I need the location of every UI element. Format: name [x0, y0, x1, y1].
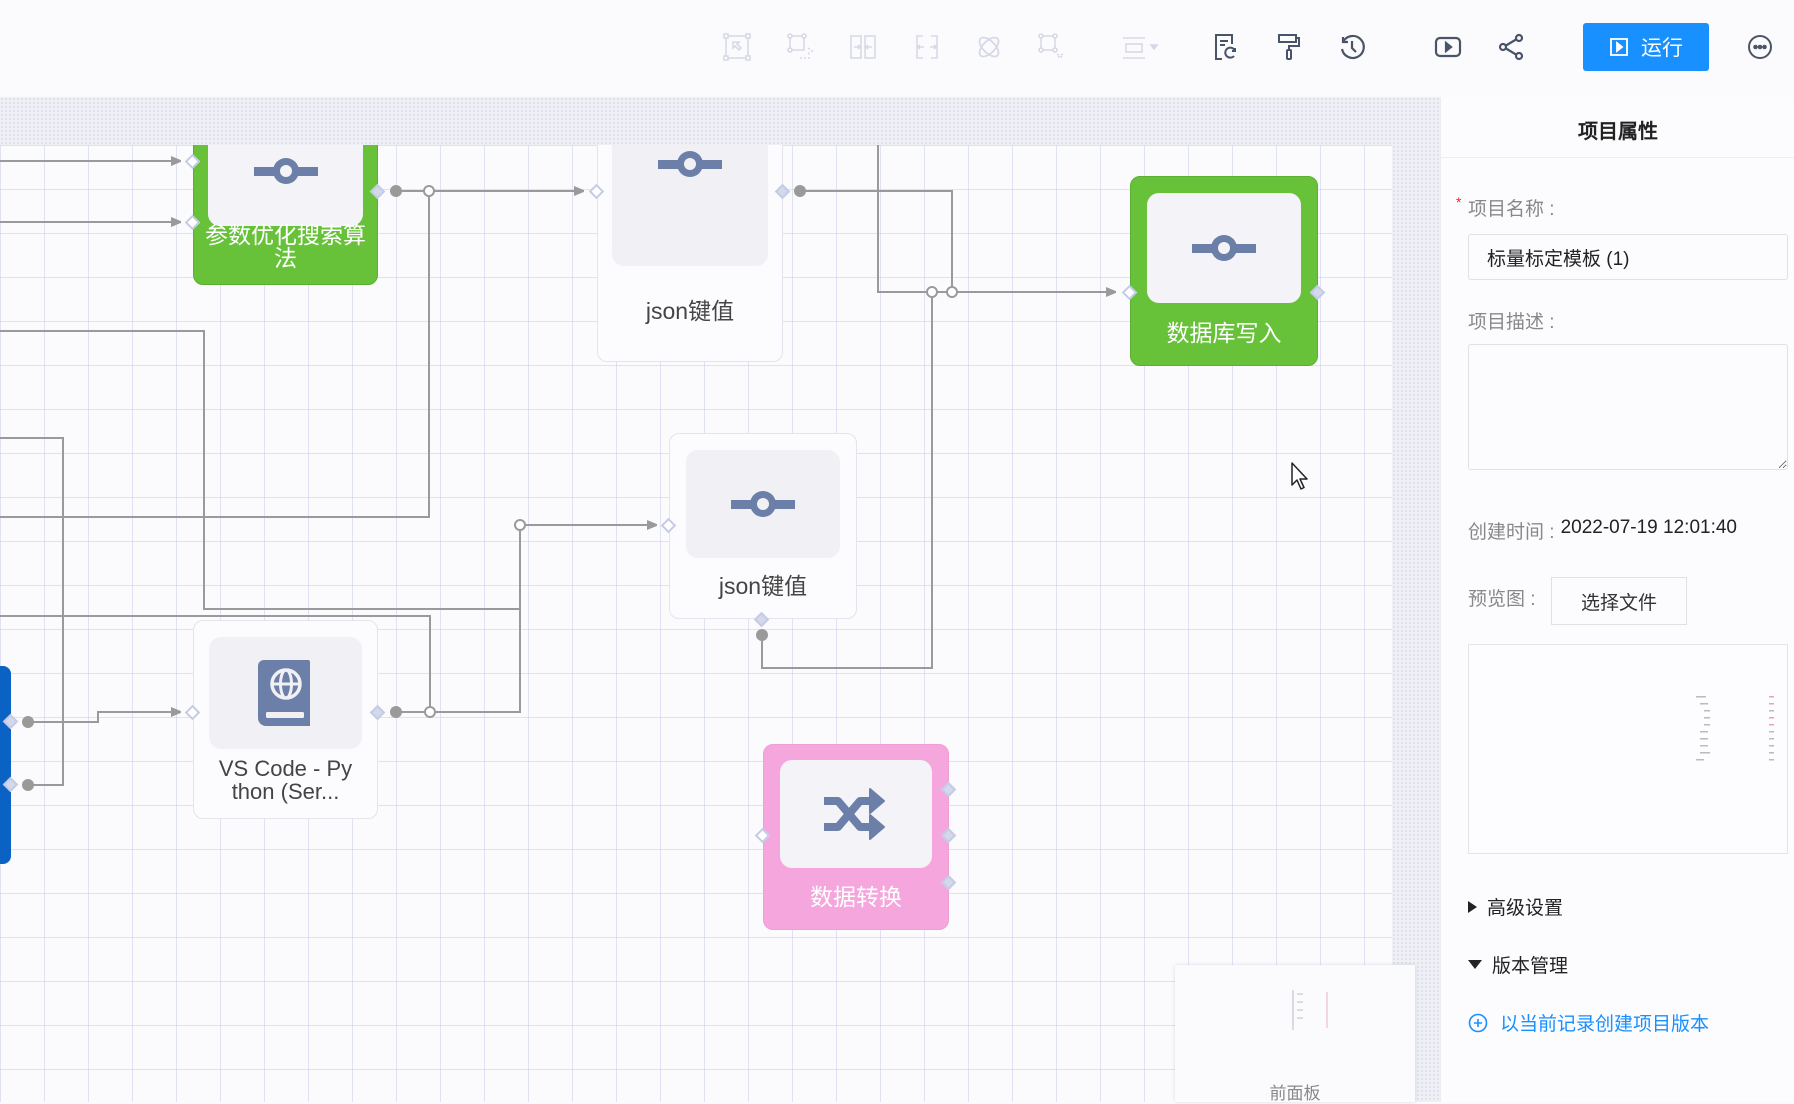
wire: [761, 292, 933, 669]
node-db-write[interactable]: 数据库写入: [1130, 176, 1318, 366]
wire: [0, 330, 520, 610]
plus-circle-icon: [1468, 1013, 1488, 1032]
advanced-settings-toggle[interactable]: 高级设置: [1468, 893, 1563, 920]
preview-thumbnail: [1696, 696, 1774, 761]
partial-node[interactable]: [0, 666, 11, 864]
align-center-icon[interactable]: [845, 29, 881, 65]
created-time-row: 创建时间 : 2022-07-19 12:01:40: [1468, 517, 1737, 544]
connector-icon: [658, 150, 722, 177]
wire-joint: [390, 185, 402, 197]
wire-branch: [946, 286, 958, 298]
created-time-label: 创建时间 :: [1468, 522, 1555, 543]
panel-title: 项目属性: [1441, 97, 1794, 158]
node-icon-area: [780, 760, 932, 868]
preview-label: 预览图 :: [1468, 589, 1536, 610]
wire-branch: [926, 286, 938, 298]
node-label: 数据库写入: [1166, 320, 1282, 346]
node-icon-area: [209, 637, 362, 749]
minimap[interactable]: 前面板: [1175, 965, 1415, 1103]
group-icon[interactable]: [1034, 29, 1070, 65]
wire: [0, 437, 64, 786]
share-icon[interactable]: [1493, 29, 1529, 65]
caret-right-icon: [1468, 900, 1477, 913]
node-param-search[interactable]: 参数优化搜索算法: [193, 145, 378, 285]
node-label: 数据转换: [810, 884, 902, 910]
project-desc-textarea[interactable]: [1468, 344, 1788, 470]
run-label: 运行: [1641, 37, 1683, 60]
fit-selection-icon[interactable]: [783, 29, 819, 65]
version-management-label: 版本管理: [1492, 956, 1569, 977]
node-label: json键值: [718, 573, 808, 599]
mouse-cursor-icon: [1291, 462, 1308, 490]
caret-down-icon: [1468, 960, 1482, 969]
wire-joint: [22, 716, 34, 728]
advanced-settings-label: 高级设置: [1487, 898, 1564, 919]
node-label: json键值: [645, 298, 735, 324]
wire: [396, 525, 521, 713]
minimap-label: 前面板: [1269, 1084, 1321, 1103]
connector-icon: [253, 158, 318, 184]
project-name-input[interactable]: [1468, 234, 1788, 280]
globe-book-icon: [257, 660, 310, 726]
node-icon-area: [208, 145, 363, 226]
document-refresh-icon[interactable]: [1208, 29, 1244, 65]
project-name-label: * 项目名称 :: [1456, 194, 1555, 221]
run-icon: [1610, 38, 1628, 56]
node-vscode-python[interactable]: VS Code - Py thon (Ser...: [193, 620, 378, 819]
history-icon[interactable]: [1334, 29, 1370, 65]
node-json-1[interactable]: json键值: [597, 145, 783, 362]
choose-file-button[interactable]: 选择文件: [1551, 577, 1687, 625]
project-name-label-text: 项目名称 :: [1468, 199, 1555, 220]
wire-branch: [424, 706, 436, 718]
wire-joint: [22, 779, 34, 791]
create-version-link[interactable]: 以当前记录创建项目版本: [1468, 1009, 1709, 1036]
node-label-line: thon (Ser...: [231, 779, 340, 804]
toolbar: 运行: [0, 0, 1794, 97]
connector-icon: [1192, 235, 1256, 261]
required-asterisk: *: [1456, 194, 1462, 210]
wire-joint: [794, 185, 806, 197]
create-version-label: 以当前记录创建项目版本: [1500, 1014, 1710, 1035]
distribute-icon[interactable]: [909, 29, 945, 65]
wire: [0, 615, 431, 712]
properties-panel: 项目属性 * 项目名称 : 项目描述 : 创建时间 : 2022-07-19 1…: [1440, 97, 1794, 1102]
wire: [800, 190, 953, 292]
connection-wires: [0, 145, 1392, 791]
wire-joint: [390, 706, 402, 718]
version-management-toggle[interactable]: 版本管理: [1468, 951, 1568, 978]
wire: [28, 712, 180, 723]
format-painter-icon[interactable]: [1271, 29, 1307, 65]
shuffle-icon: [824, 788, 885, 840]
node-icon-area: [1147, 193, 1301, 303]
wire-joint: [756, 629, 768, 641]
project-desc-label: 项目描述 :: [1468, 312, 1555, 333]
wire: [0, 191, 430, 518]
node-label-line: VS Code - Py: [218, 756, 353, 781]
connector-icon: [731, 491, 795, 517]
node-icon-area: [686, 450, 840, 558]
atom-layout-icon[interactable]: [971, 29, 1007, 65]
more-options-icon[interactable]: [1742, 29, 1778, 65]
node-icon-area: [612, 145, 768, 266]
node-json-2[interactable]: json键值: [669, 433, 857, 619]
node-data-transform[interactable]: 数据转换: [763, 744, 949, 930]
select-area-icon[interactable]: [719, 29, 755, 65]
node-label: VS Code - Py thon (Ser...: [198, 757, 373, 803]
align-dropdown-icon[interactable]: [1115, 29, 1165, 65]
created-time-value: 2022-07-19 12:01:40: [1560, 517, 1737, 538]
wire-branch: [423, 185, 435, 197]
wire-branch: [514, 519, 526, 531]
node-label: 参数优化搜索算法: [205, 222, 366, 271]
preview-image: [1468, 644, 1788, 854]
flow-canvas[interactable]: 参数优化搜索算法 json键值 数据库写入 json键值 VS Code - P…: [0, 145, 1392, 1102]
wire: [877, 145, 1115, 292]
run-button[interactable]: 运行: [1583, 23, 1709, 71]
play-preview-icon[interactable]: [1430, 29, 1466, 65]
minimap-preview: [1292, 990, 1328, 1030]
